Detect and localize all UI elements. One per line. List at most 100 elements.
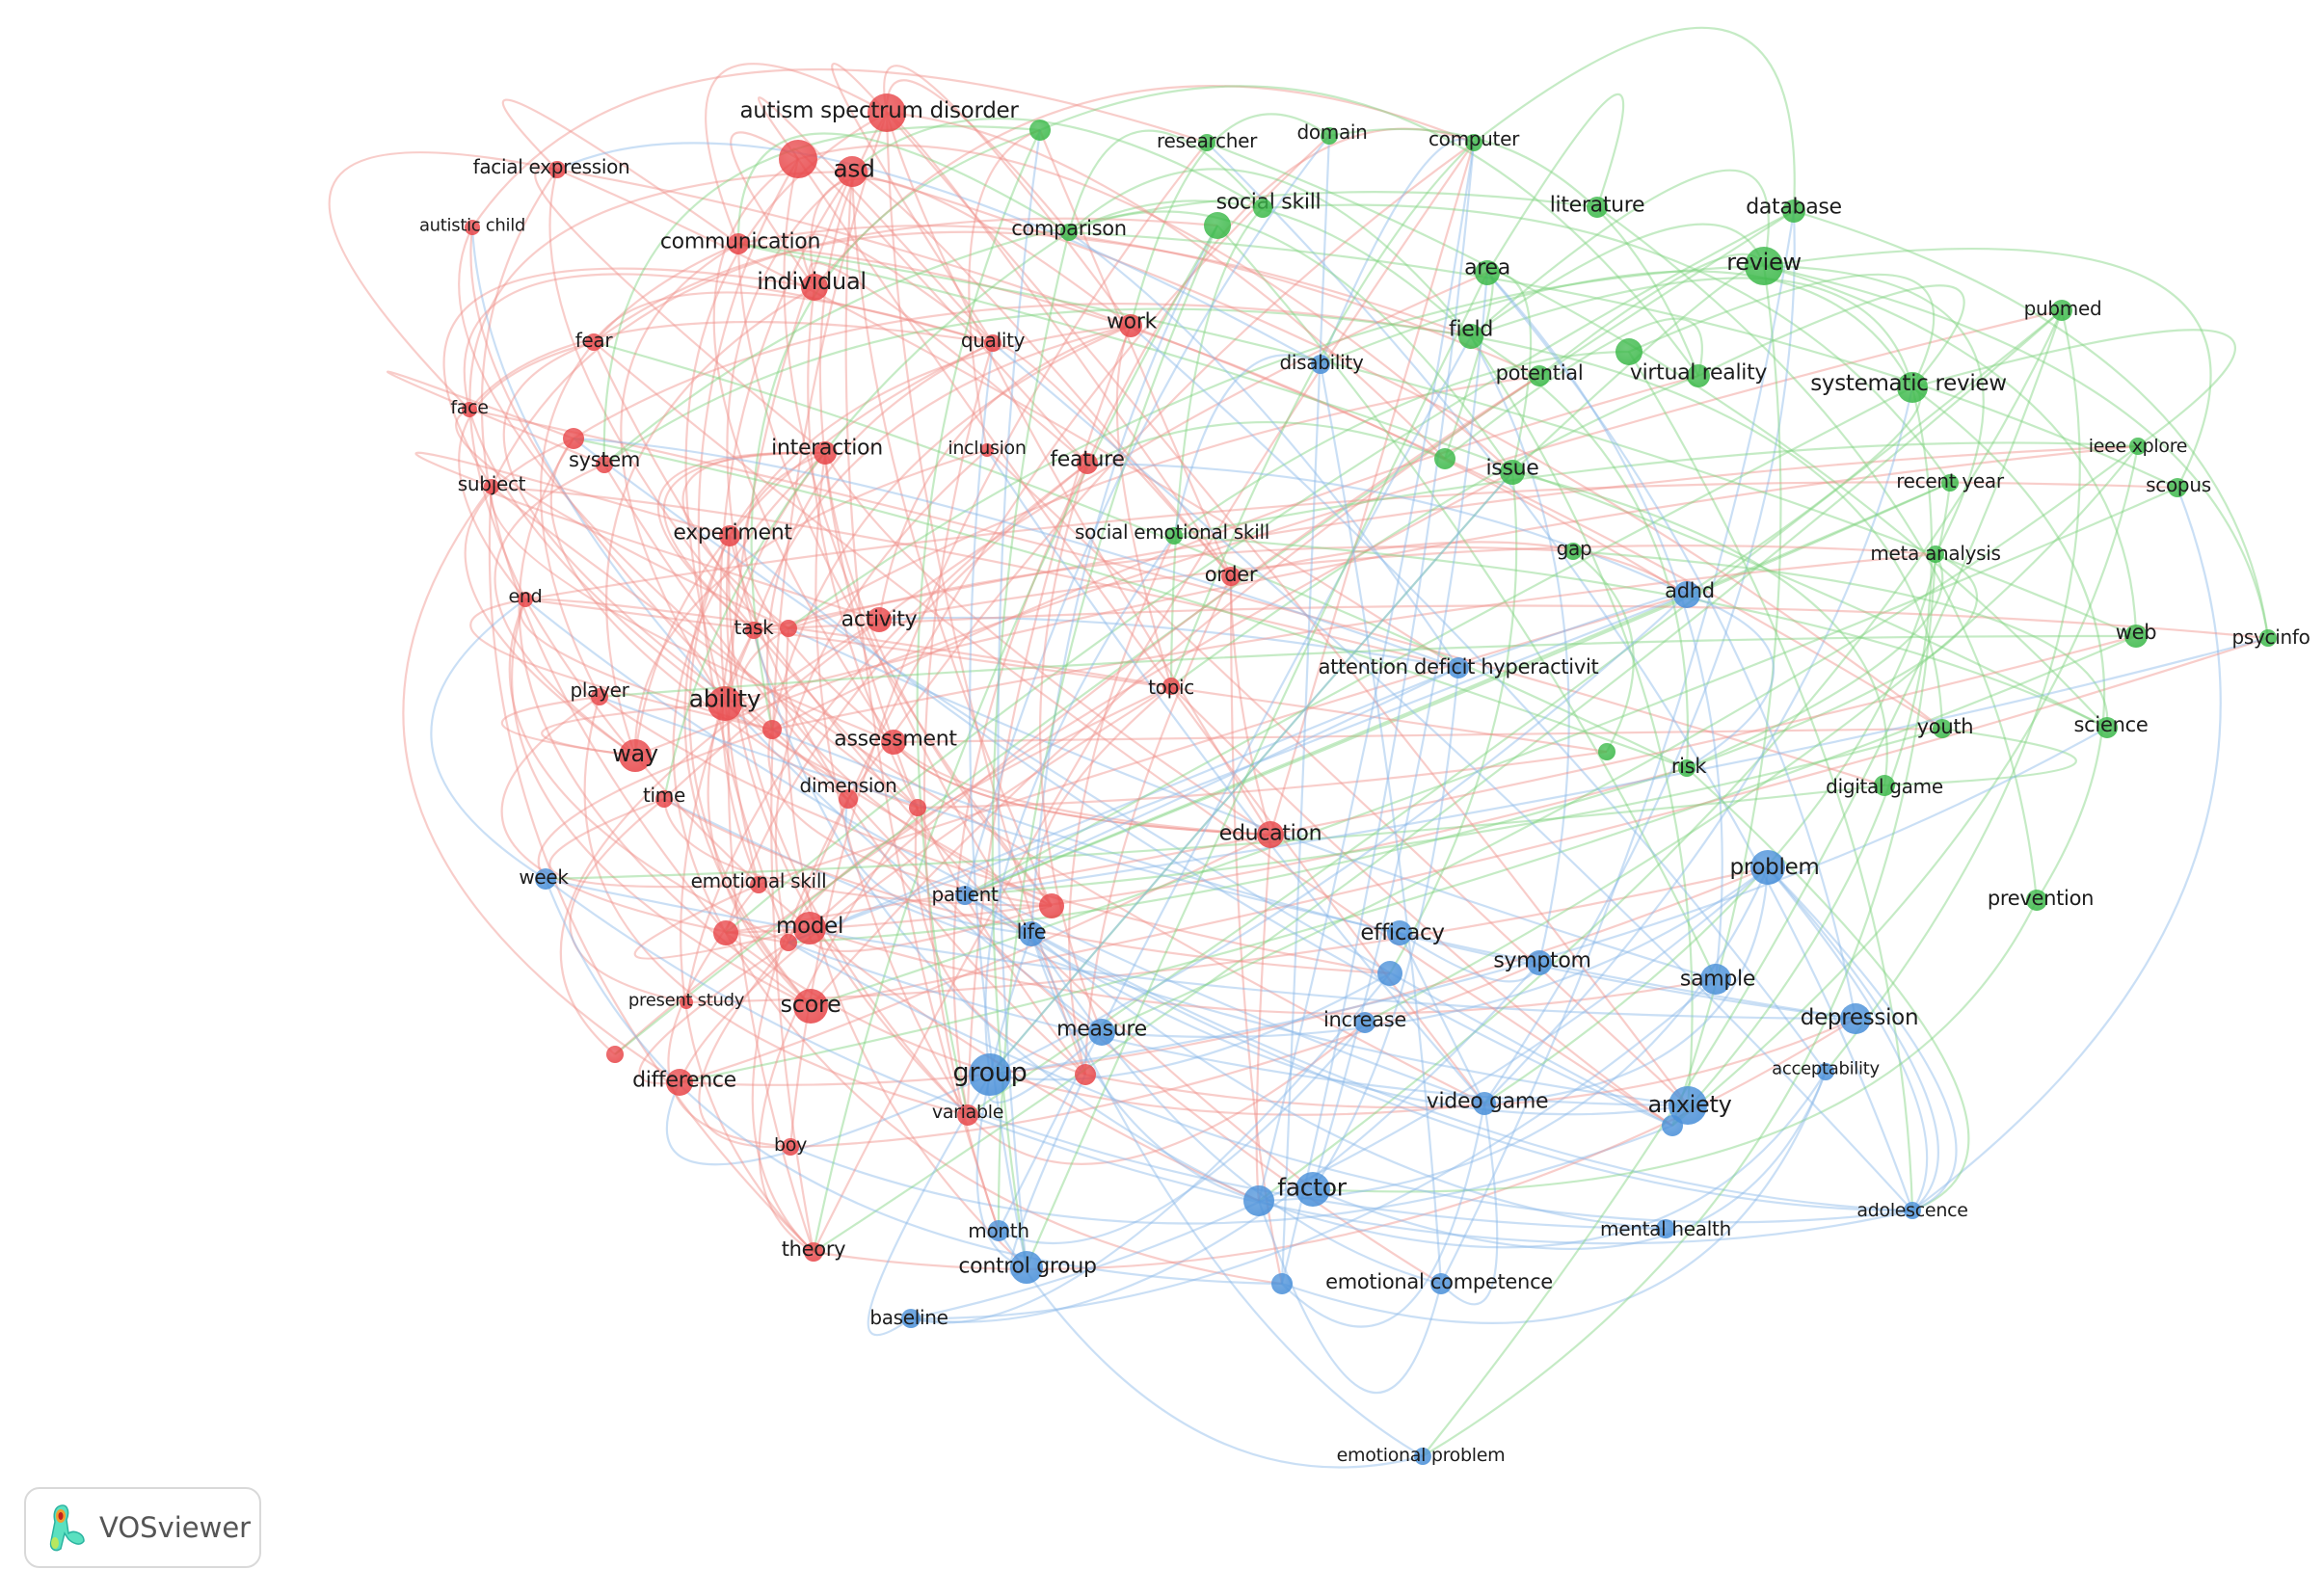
- node-label[interactable]: depression: [1800, 1005, 1919, 1030]
- node-label[interactable]: system: [568, 448, 641, 471]
- node-label[interactable]: increase: [1322, 1008, 1407, 1031]
- quality-node[interactable]: [984, 334, 1001, 352]
- emotional-problem-node[interactable]: [1414, 1448, 1431, 1465]
- virtual-reality-node[interactable]: [1687, 364, 1710, 387]
- measure-node[interactable]: [1088, 1019, 1115, 1046]
- database-node[interactable]: [1782, 200, 1805, 223]
- month-node[interactable]: [988, 1220, 1009, 1241]
- system-node[interactable]: [596, 456, 613, 473]
- node-label[interactable]: computer: [1428, 127, 1520, 150]
- youth-node[interactable]: [1933, 719, 1952, 738]
- unlabeled-node[interactable]: [909, 799, 926, 816]
- efficacy-node[interactable]: [1387, 920, 1412, 945]
- node-label[interactable]: domain: [1296, 120, 1368, 144]
- node-label[interactable]: symptom: [1493, 948, 1591, 973]
- time-node[interactable]: [655, 790, 673, 808]
- node-label[interactable]: video game: [1426, 1089, 1549, 1114]
- autistic-child-node[interactable]: [465, 220, 480, 235]
- inclusion-node[interactable]: [980, 443, 994, 457]
- digital-game-node[interactable]: [1874, 775, 1895, 796]
- node-label[interactable]: facial expression: [472, 155, 630, 178]
- review-node[interactable]: [1745, 247, 1783, 285]
- social-emotional-skill-node[interactable]: [1165, 527, 1183, 545]
- node-label[interactable]: virtual reality: [1629, 360, 1768, 386]
- node-label[interactable]: face: [450, 397, 489, 418]
- systematic-review-node[interactable]: [1897, 372, 1928, 403]
- node-label[interactable]: researcher: [1156, 129, 1258, 152]
- node-label[interactable]: experiment: [673, 520, 792, 545]
- group-node[interactable]: [969, 1053, 1011, 1096]
- node-label[interactable]: issue: [1485, 456, 1539, 481]
- domain-node[interactable]: [1321, 127, 1338, 145]
- node-label[interactable]: scopus: [2146, 473, 2211, 496]
- node-label[interactable]: disability: [1279, 351, 1364, 374]
- node-label[interactable]: assessment: [834, 727, 957, 752]
- web-node[interactable]: [2124, 625, 2148, 648]
- node-label[interactable]: field: [1449, 317, 1493, 342]
- communication-node[interactable]: [728, 233, 749, 254]
- player-node[interactable]: [591, 688, 608, 705]
- unlabeled-node[interactable]: [1253, 199, 1272, 218]
- unlabeled-node[interactable]: [1615, 338, 1642, 365]
- ability-node[interactable]: [708, 686, 742, 721]
- node-label[interactable]: quality: [960, 329, 1026, 352]
- node-label[interactable]: inclusion: [948, 438, 1027, 459]
- node-label[interactable]: systematic review: [1810, 371, 2007, 396]
- psycinfo-node[interactable]: [2259, 629, 2277, 647]
- unlabeled-node[interactable]: [780, 934, 797, 951]
- subject-node[interactable]: [484, 479, 499, 494]
- node-label[interactable]: theory: [781, 1237, 846, 1261]
- node-label[interactable]: potential: [1495, 361, 1584, 385]
- meta-analysis-node[interactable]: [1927, 545, 1944, 563]
- autism-spectrum-disorder-node[interactable]: [868, 93, 906, 132]
- present-study-node[interactable]: [680, 996, 693, 1009]
- depression-node[interactable]: [1840, 1003, 1871, 1034]
- node-label[interactable]: youth: [1916, 715, 1974, 738]
- node-label[interactable]: group: [952, 1057, 1028, 1088]
- node-label[interactable]: subject: [457, 472, 526, 495]
- node-label[interactable]: factor: [1277, 1173, 1347, 1202]
- task-node[interactable]: [745, 622, 762, 639]
- node-label[interactable]: measure: [1056, 1017, 1147, 1042]
- node-label[interactable]: area: [1464, 255, 1510, 280]
- asd-node[interactable]: [837, 156, 868, 187]
- dimension-node[interactable]: [839, 789, 858, 809]
- node-label[interactable]: boy: [773, 1134, 808, 1156]
- node-label[interactable]: end: [508, 586, 543, 607]
- adolescence-node[interactable]: [1904, 1202, 1921, 1219]
- node-label[interactable]: sample: [1679, 967, 1756, 992]
- acceptability-node[interactable]: [1817, 1063, 1834, 1080]
- unlabeled-node[interactable]: [713, 920, 738, 945]
- literature-node[interactable]: [1587, 197, 1608, 218]
- node-label[interactable]: fear: [574, 329, 613, 352]
- node-label[interactable]: asd: [833, 154, 875, 183]
- unlabeled-node[interactable]: [1243, 1185, 1274, 1216]
- sample-node[interactable]: [1700, 964, 1731, 995]
- pubmed-node[interactable]: [2051, 300, 2072, 321]
- node-label[interactable]: baseline: [869, 1306, 948, 1329]
- node-label[interactable]: adolescence: [1856, 1200, 1968, 1221]
- node-label[interactable]: autism spectrum disorder: [739, 98, 1019, 123]
- experiment-node[interactable]: [719, 525, 740, 546]
- node-label[interactable]: month: [968, 1219, 1029, 1242]
- video-game-node[interactable]: [1473, 1092, 1496, 1115]
- social-skill-node[interactable]: [1204, 212, 1231, 239]
- node-label[interactable]: feature: [1050, 447, 1125, 472]
- unlabeled-node[interactable]: [1377, 961, 1402, 986]
- attention-deficit-hyperactivit-node[interactable]: [1448, 657, 1469, 678]
- node-label[interactable]: player: [570, 678, 629, 702]
- node-label[interactable]: week: [519, 865, 569, 889]
- node-label[interactable]: emotional competence: [1325, 1270, 1553, 1293]
- gap-node[interactable]: [1564, 543, 1582, 560]
- score-node[interactable]: [793, 989, 828, 1024]
- issue-node[interactable]: [1500, 460, 1525, 485]
- education-node[interactable]: [1257, 821, 1284, 848]
- node-label[interactable]: difference: [632, 1068, 736, 1093]
- node-label[interactable]: web: [2115, 621, 2157, 644]
- node-label[interactable]: patient: [931, 883, 999, 906]
- unlabeled-node[interactable]: [1662, 1115, 1683, 1136]
- unlabeled-node[interactable]: [1039, 893, 1064, 918]
- unlabeled-node[interactable]: [1434, 448, 1455, 469]
- unlabeled-node[interactable]: [1029, 120, 1051, 141]
- node-label[interactable]: ability: [688, 684, 761, 713]
